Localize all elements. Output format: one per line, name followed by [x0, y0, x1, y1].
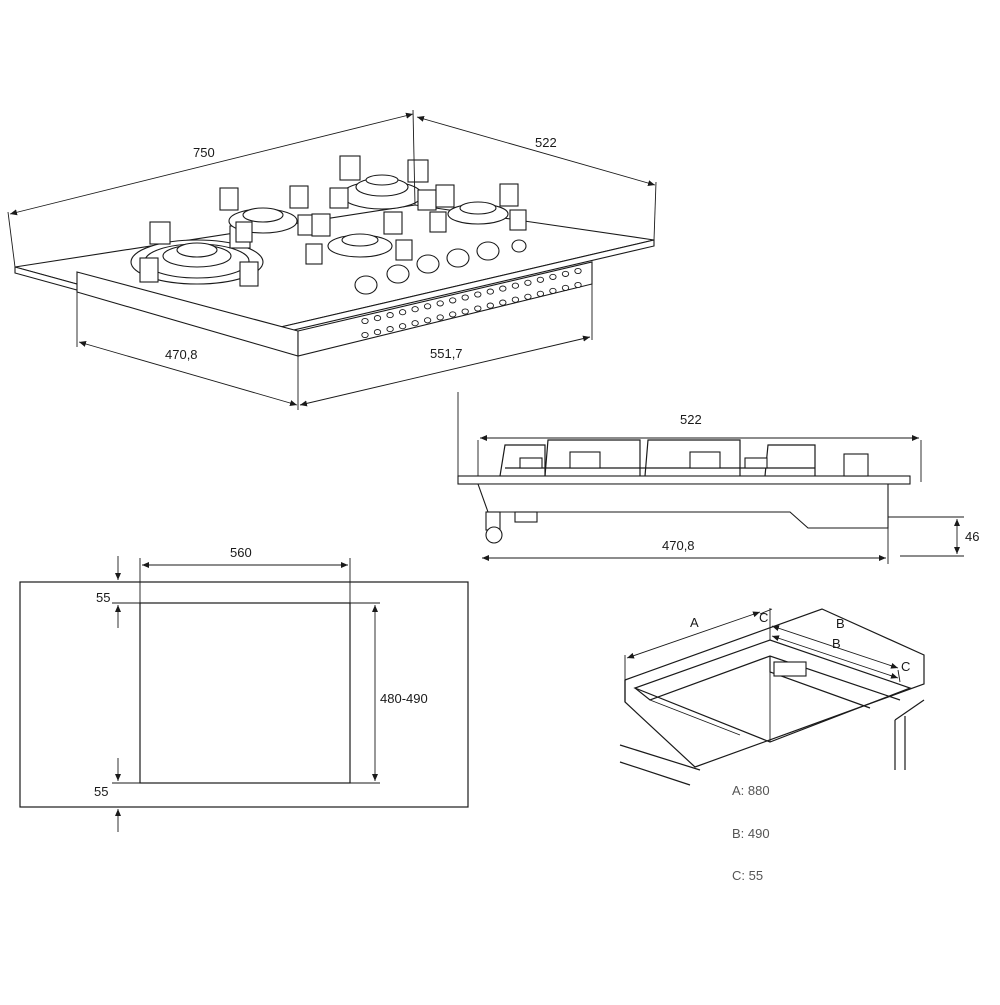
dim-label-55-top: 55: [96, 590, 110, 605]
niche-letter-b-2: B: [832, 636, 841, 651]
vent-hole: [474, 291, 482, 298]
vent-hole: [499, 299, 507, 306]
niche-view: A B B C C: [619, 608, 925, 786]
vent-hole: [474, 305, 482, 312]
vent-hole: [423, 303, 432, 310]
vent-hole: [511, 282, 520, 289]
vent-hole: [449, 311, 457, 318]
dim-label-522-top: 522: [535, 135, 557, 150]
dim-line-750: [9, 112, 414, 216]
glass-top: [14, 204, 655, 334]
vent-hole: [461, 308, 469, 315]
vent-hole: [411, 320, 419, 327]
vent-hole: [373, 315, 382, 322]
side-glass: [457, 475, 911, 485]
vent-hole: [423, 317, 432, 324]
dim-line-522-top: [416, 116, 656, 186]
burner-rear-center: [329, 155, 437, 211]
vent-hole: [561, 284, 570, 291]
dim-label-470-side: 470,8: [662, 538, 695, 553]
cutout-hole: [139, 602, 351, 784]
niche-letter-c-1: C: [759, 610, 768, 625]
niche-letter-c-2: C: [901, 659, 910, 674]
dim-line-a: [626, 611, 761, 659]
vent-hole: [524, 293, 532, 300]
niche-letter-b-1: B: [836, 616, 845, 631]
vent-hole: [373, 329, 382, 336]
vent-hole: [386, 326, 394, 333]
dim-label-551: 551,7: [430, 346, 463, 361]
vent-hole: [561, 270, 570, 277]
dim-line-b-2: [771, 635, 899, 679]
vent-hole: [461, 294, 469, 301]
niche-legend: A: 880 B: 490 C: 55: [732, 783, 770, 883]
vent-hole: [449, 297, 457, 304]
vent-hole: [411, 306, 419, 313]
dim-label-522-side: 522: [680, 412, 702, 427]
dim-label-560: 560: [230, 545, 252, 560]
vent-hole: [574, 281, 582, 289]
vent-hole: [549, 287, 557, 294]
dim-line-470-top: [78, 341, 298, 406]
niche-letter-a: A: [690, 615, 699, 630]
legend-c: C: 55: [732, 868, 763, 883]
side-view: 522 46 470,8: [457, 392, 979, 564]
control-knobs: [354, 239, 527, 295]
legend-a: A: 880: [732, 783, 770, 798]
vent-hole: [486, 288, 494, 295]
dim-line-551: [299, 335, 591, 407]
vent-hole: [398, 309, 407, 316]
burner-front-center: [305, 211, 413, 265]
vent-hole: [536, 276, 545, 283]
vent-hole: [549, 273, 557, 280]
vent-hole: [499, 285, 507, 292]
vent-hole: [536, 290, 545, 297]
dim-label-470-top: 470,8: [165, 347, 198, 362]
cutout-view: 560 55 480-490 55: [19, 545, 469, 832]
vent-hole: [436, 300, 444, 307]
legend-b: B: 490: [732, 826, 770, 841]
vent-hole: [511, 296, 520, 303]
gas-inlet: [485, 526, 503, 544]
side-knob: [843, 453, 869, 477]
vent-hole: [361, 317, 369, 325]
dim-line-c-2: [897, 669, 901, 683]
dim-label-750: 750: [193, 145, 215, 160]
burner-rear-right: [429, 183, 527, 233]
vent-hole: [524, 279, 532, 286]
dim-label-480-490: 480-490: [380, 691, 428, 706]
dim-label-46: 46: [965, 529, 979, 544]
dim-line-c-1: [759, 608, 773, 615]
dim-label-55-bottom: 55: [94, 784, 108, 799]
vent-hole: [574, 267, 582, 275]
vent-hole: [361, 331, 369, 339]
vent-holes: [361, 267, 582, 339]
side-body: [477, 483, 889, 529]
countertop-outline: [19, 581, 469, 808]
vent-hole: [486, 302, 494, 309]
vent-hole: [386, 312, 394, 319]
isometric-hob-view: 750 522 470,8 551,7: [7, 109, 657, 410]
vent-hole: [398, 323, 407, 330]
vent-hole: [436, 314, 444, 321]
